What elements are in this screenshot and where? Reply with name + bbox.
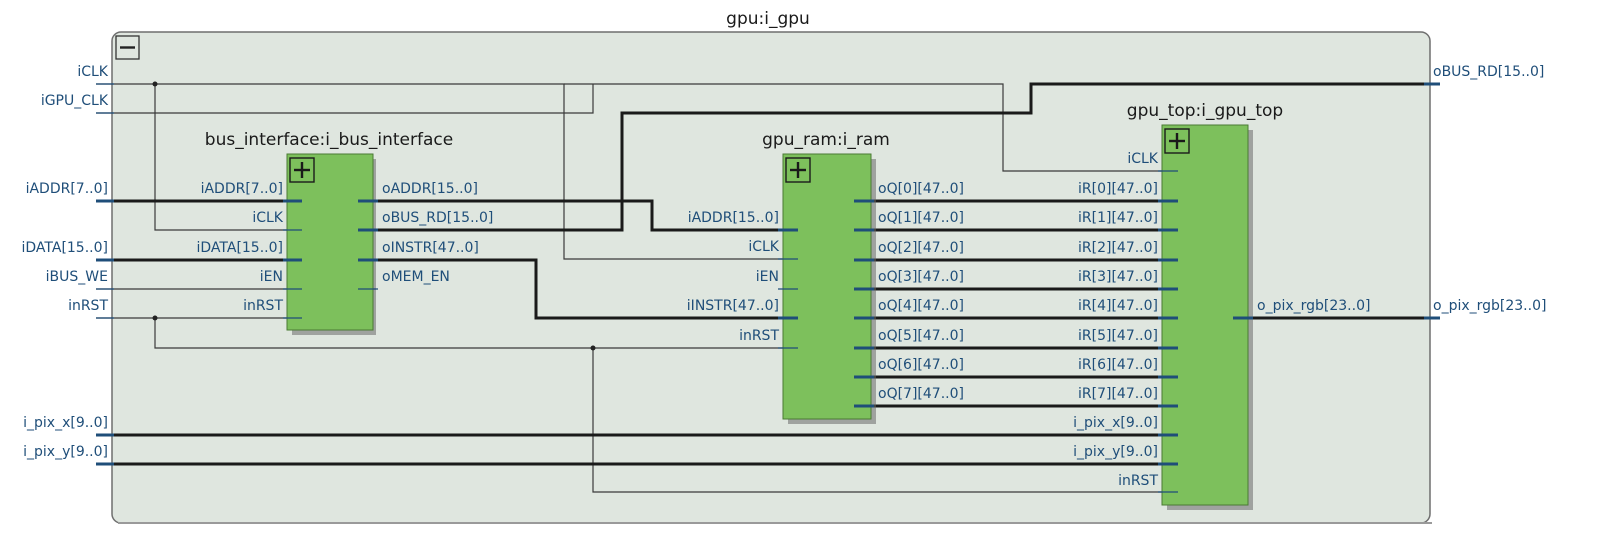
port-label: oQ[6][47..0] [878, 357, 964, 373]
port-label: iR[7][47..0] [1078, 386, 1158, 402]
port-label: oQ[1][47..0] [878, 210, 964, 226]
port-label: i_pix_x[9..0] [23, 415, 108, 431]
port-label: oINSTR[47..0] [382, 240, 479, 256]
port-label: iGPU_CLK [41, 93, 109, 109]
port-label: oBUS_RD[15..0] [1433, 64, 1544, 80]
port-label: iR[2][47..0] [1078, 240, 1158, 256]
port-label: iADDR[7..0] [26, 181, 108, 197]
block-gpu-top[interactable] [1161, 124, 1253, 510]
port-label: i_pix_y[9..0] [1073, 444, 1158, 460]
port-label: oQ[2][47..0] [878, 240, 964, 256]
port-label: i_pix_y[9..0] [23, 444, 108, 460]
bus-oinstr [360, 258, 796, 320]
port-label: iADDR[7..0] [201, 181, 283, 197]
port-label: oQ[7][47..0] [878, 386, 964, 402]
port-label: iR[3][47..0] [1078, 269, 1158, 285]
port-label: iADDR[15..0] [688, 210, 779, 226]
port-label: oQ[3][47..0] [878, 269, 964, 285]
port-label: oQ[0][47..0] [878, 181, 964, 197]
wire-iclk-top [564, 83, 1177, 172]
expand-icon[interactable] [785, 157, 811, 183]
block-title-gpu-ram: gpu_ram:i_ram [762, 130, 890, 150]
port-label: iCLK [252, 210, 283, 226]
port-label: iR[1][47..0] [1078, 210, 1158, 226]
wire-igpu-clk [96, 84, 594, 114]
port-label: iEN [756, 269, 779, 285]
port-label: o_pix_rgb[23..0] [1433, 298, 1546, 314]
port-label: iINSTR[47..0] [687, 298, 779, 314]
port-label: iR[0][47..0] [1078, 181, 1158, 197]
port-label: oQ[4][47..0] [878, 298, 964, 314]
port-label: oQ[5][47..0] [878, 328, 964, 344]
port-label: iCLK [1127, 151, 1158, 167]
collapse-icon[interactable] [115, 35, 140, 60]
port-label: iDATA[15..0] [21, 240, 108, 256]
port-label: oBUS_RD[15..0] [382, 210, 493, 226]
port-label: iDATA[15..0] [196, 240, 283, 256]
expand-icon[interactable] [1164, 128, 1190, 154]
container-title: gpu:i_gpu [726, 9, 810, 29]
block-bus-interface[interactable] [286, 153, 376, 335]
port-label: inRST [243, 298, 283, 314]
port-label: iEN [260, 269, 283, 285]
port-label: o_pix_rgb[23..0] [1257, 298, 1370, 314]
wire-iclk-ram [96, 83, 796, 260]
port-label: iR[4][47..0] [1078, 298, 1158, 314]
port-label: iR[5][47..0] [1078, 328, 1158, 344]
port-label: iR[6][47..0] [1078, 357, 1158, 373]
port-label: oMEM_EN [382, 269, 450, 285]
expand-icon[interactable] [289, 157, 315, 183]
block-title-bus-interface: bus_interface:i_bus_interface [205, 130, 453, 150]
block-gpu-ram[interactable] [782, 153, 876, 424]
bus-obus-rd [360, 82, 1440, 232]
bus-oaddr [360, 199, 796, 232]
port-label: iCLK [748, 239, 779, 255]
port-label: inRST [68, 298, 108, 314]
port-label: i_pix_x[9..0] [1073, 415, 1158, 431]
port-label: iCLK [77, 64, 108, 80]
port-label: iBUS_WE [46, 269, 108, 285]
wire-inrst-ram [154, 318, 796, 349]
port-label: inRST [1118, 473, 1158, 489]
port-label: inRST [739, 328, 779, 344]
wire-inrst-top [592, 348, 1177, 493]
wire-iclk-bus [154, 84, 302, 231]
block-title-gpu-top: gpu_top:i_gpu_top [1127, 101, 1283, 121]
port-label: oADDR[15..0] [382, 181, 478, 197]
